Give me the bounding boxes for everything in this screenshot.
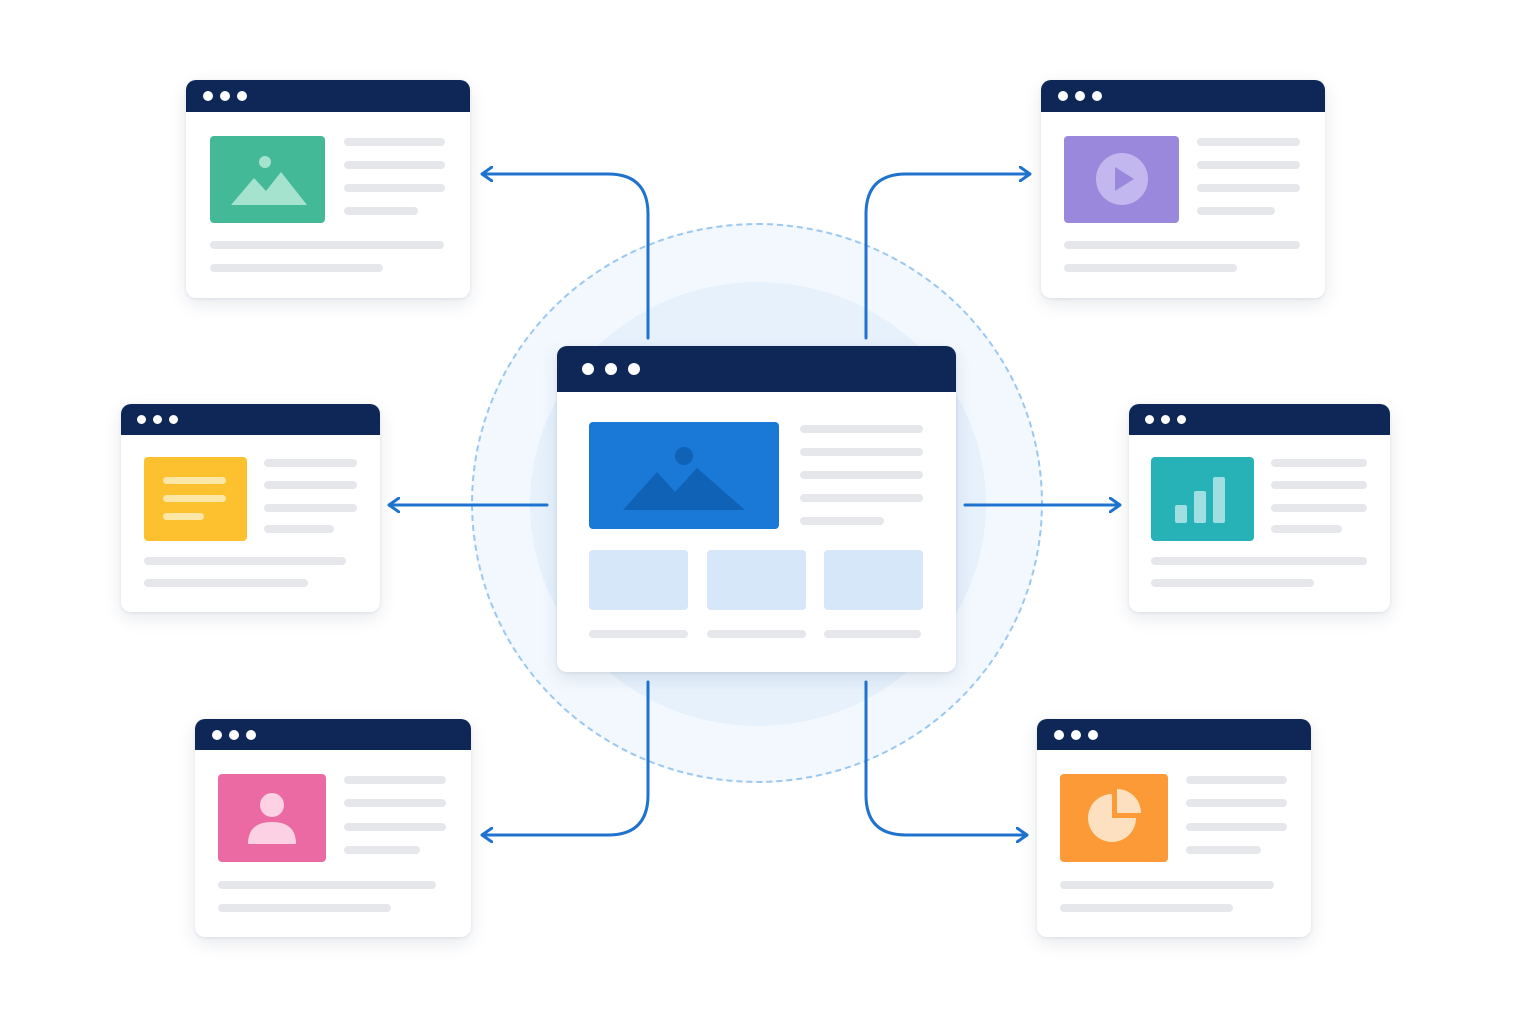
window-dot-icon (628, 363, 640, 375)
text-line (800, 425, 923, 433)
text-line (1271, 459, 1367, 467)
caption-line (824, 630, 921, 638)
text-line (800, 471, 923, 479)
text-line (1060, 904, 1233, 912)
content-tile (707, 550, 806, 610)
text-line (1271, 504, 1367, 512)
window-dot-icon (169, 415, 178, 424)
window-titlebar (186, 80, 470, 112)
arrow-to-top-left (480, 174, 650, 340)
window-dot-icon (153, 415, 162, 424)
bar-chart-icon (1151, 457, 1254, 541)
text-line (1271, 525, 1342, 533)
text-line (1186, 776, 1287, 784)
text-line (1060, 881, 1274, 889)
window-dot-icon (1054, 730, 1064, 740)
text-line (1064, 264, 1237, 272)
play-icon (1064, 136, 1179, 223)
satellite-window-top-right (1041, 80, 1325, 298)
window-titlebar (121, 404, 380, 435)
text-line (210, 241, 444, 249)
window-titlebar (1037, 719, 1311, 750)
text-line (1186, 846, 1261, 854)
window-dot-icon (582, 363, 594, 375)
text-line (1197, 207, 1275, 215)
text-line (144, 579, 308, 587)
text-line (344, 799, 446, 807)
content-tile (824, 550, 923, 610)
satellite-window-bottom-right (1037, 719, 1311, 937)
text-line (264, 459, 357, 467)
text-line (1186, 799, 1287, 807)
text-line (1197, 184, 1300, 192)
window-dot-icon (1092, 91, 1102, 101)
satellite-window-bottom-left (195, 719, 471, 937)
window-dot-icon (220, 91, 230, 101)
hero-image-icon (589, 422, 779, 529)
window-titlebar (1041, 80, 1325, 112)
window-titlebar (195, 719, 471, 750)
window-dot-icon (237, 91, 247, 101)
text-line (1151, 557, 1367, 565)
satellite-window-middle-left (121, 404, 380, 612)
text-line (264, 504, 357, 512)
window-titlebar (557, 346, 956, 392)
window-dot-icon (1071, 730, 1081, 740)
arrow-to-bottom-right (864, 680, 1029, 835)
window-dot-icon (1088, 730, 1098, 740)
text-line (344, 207, 418, 215)
arrow-to-top-right (864, 174, 1032, 340)
window-dot-icon (1075, 91, 1085, 101)
caption-line (707, 630, 806, 638)
window-dot-icon (1145, 415, 1154, 424)
document-icon (144, 457, 247, 541)
text-line (344, 161, 445, 169)
text-line (144, 557, 346, 565)
satellite-window-middle-right (1129, 404, 1390, 612)
window-dot-icon (229, 730, 239, 740)
window-titlebar (1129, 404, 1390, 435)
text-line (800, 448, 923, 456)
window-dot-icon (1177, 415, 1186, 424)
text-line (218, 904, 391, 912)
text-line (1197, 161, 1300, 169)
window-dot-icon (1161, 415, 1170, 424)
satellite-window-top-left (186, 80, 470, 298)
text-line (800, 494, 923, 502)
text-line (344, 138, 445, 146)
window-dot-icon (137, 415, 146, 424)
text-line (1064, 241, 1300, 249)
text-line (344, 184, 445, 192)
text-line (1151, 579, 1314, 587)
text-line (344, 846, 420, 854)
text-line (1197, 138, 1300, 146)
window-dot-icon (203, 91, 213, 101)
text-line (1186, 823, 1287, 831)
center-browser-window (557, 346, 956, 672)
window-dot-icon (212, 730, 222, 740)
user-icon (218, 774, 326, 862)
text-line (800, 517, 884, 525)
text-line (210, 264, 383, 272)
image-icon (210, 136, 325, 223)
window-dot-icon (605, 363, 617, 375)
text-line (218, 881, 436, 889)
text-line (344, 776, 446, 784)
text-line (264, 525, 334, 533)
text-line (344, 823, 446, 831)
text-line (1271, 481, 1367, 489)
window-dot-icon (1058, 91, 1068, 101)
arrow-to-bottom-left (480, 680, 650, 835)
caption-line (589, 630, 688, 638)
text-line (264, 481, 357, 489)
window-dot-icon (246, 730, 256, 740)
content-tile (589, 550, 688, 610)
pie-chart-icon (1060, 774, 1168, 862)
